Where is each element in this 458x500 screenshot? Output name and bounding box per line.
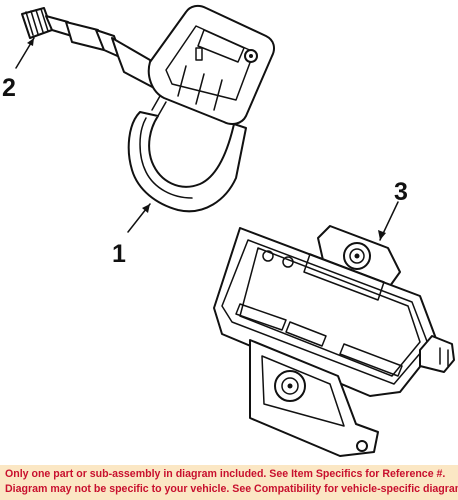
disclaimer-line-1: Only one part or sub-assembly in diagram… bbox=[5, 468, 446, 480]
callout-2: 2 bbox=[2, 74, 16, 102]
parts-diagram: 1 2 3 bbox=[2, 4, 455, 457]
disclaimer-banner: Only one part or sub-assembly in diagram… bbox=[0, 465, 458, 500]
callout-1: 1 bbox=[112, 240, 126, 268]
callout-arrow-3 bbox=[378, 230, 386, 240]
callout-3: 3 bbox=[394, 178, 408, 206]
tpms-control-module[interactable] bbox=[213, 225, 455, 457]
callout-arrow-2 bbox=[27, 38, 34, 46]
disclaimer-line-2: Diagram may not be specific to your vehi… bbox=[5, 483, 458, 495]
valve-stem[interactable] bbox=[21, 7, 159, 91]
callout-arrow-1 bbox=[142, 204, 150, 213]
tire-pressure-sensor[interactable] bbox=[21, 4, 275, 213]
